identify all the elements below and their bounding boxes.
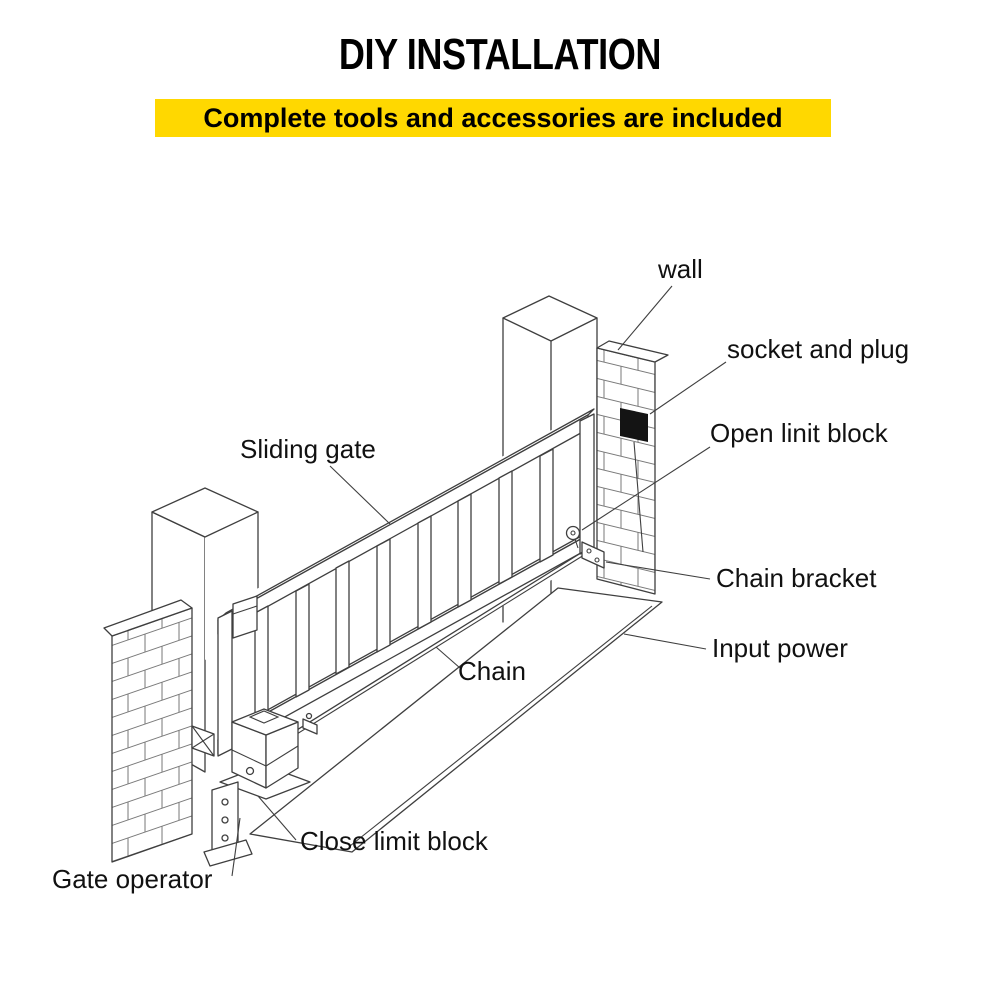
ground-inner-line [349,605,653,847]
right-wall-front [596,347,656,595]
chain-leader-line [435,646,461,669]
labels: wall socket and plug Open linit block Ch… [52,254,909,894]
gate-bar [539,448,554,563]
banner-text: Complete tools and accessories are inclu… [203,102,783,133]
label-socket-and-plug: socket and plug [727,334,909,364]
label-chain: Chain [458,656,526,686]
operator-foot-flange [203,839,253,867]
left-wall [103,599,193,863]
gate-bar [295,583,310,698]
label-chain-bracket: Chain bracket [716,563,877,593]
operator-release-knob [245,766,255,776]
label-gate-operator: Gate operator [52,864,213,894]
operator-seam [231,745,299,767]
open-limit-roller [565,525,581,541]
sliding-gate [214,406,596,762]
label-sliding-gate: Sliding gate [240,434,376,464]
close-limit-body [302,718,318,735]
pillar-roller-bracket [191,725,215,757]
left-wall-front [111,607,193,863]
wall-socket [620,408,648,553]
gate-left-post [217,610,233,757]
gate-right-post [579,413,595,555]
close-limit-block [302,712,318,735]
input-power-leader-line [623,633,707,650]
label-input-power: Input power [712,633,848,663]
right-wall [596,340,669,595]
page-title: DIY INSTALLATION [338,30,662,79]
wall-leader-line [617,285,673,351]
open-limit-leader-line [581,446,711,531]
socket-cable [633,441,644,553]
chain-bracket-bolt [594,557,600,563]
left-wall-top [103,599,193,637]
gate-bar [417,515,432,630]
mount-hole [221,834,229,842]
label-close-limit-block: Close limit block [300,826,489,856]
mount-hole [221,798,229,806]
operator-top-sticker [248,710,280,724]
label-wall: wall [657,254,703,284]
open-limit-stem [574,538,579,549]
ground-pad [249,587,663,853]
close-limit-leader-line [257,795,297,841]
chain-bracket-bolt [586,548,592,554]
open-limit-and-bracket [565,525,605,569]
banner: Complete tools and accessories are inclu… [155,99,831,137]
close-limit-bolt [305,712,313,720]
roller-bracket-cross [191,725,215,757]
gate-bar [457,493,472,608]
gate-guide-bracket-line [232,605,258,615]
leader-lines [231,285,727,877]
gate-bar [335,560,350,675]
socket-box [620,408,648,442]
sliding-gate-leader-line [329,465,391,525]
gate-bar [498,470,513,585]
gate-bar [376,538,391,653]
socket-leader-line [649,361,727,415]
gate-guide-bracket [232,595,258,639]
mount-hole [221,816,229,824]
gate-operator-leader-line [231,817,241,877]
right-wall-top [596,340,669,363]
chain-bracket-leader-line [605,561,711,580]
gate-operator [203,708,311,867]
label-open-limit-block: Open linit block [710,418,889,448]
ground-outline [249,587,663,853]
open-limit-hub [570,530,576,536]
